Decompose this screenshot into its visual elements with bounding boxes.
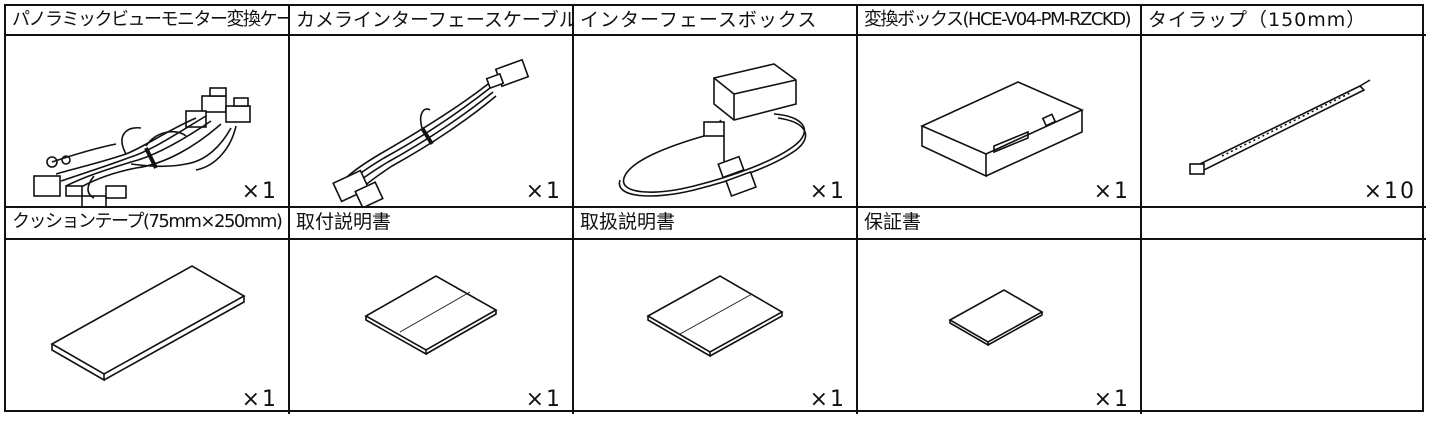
item-cell: ×1 <box>858 240 1142 414</box>
item-quantity: ×1 <box>525 179 562 204</box>
item-name: 保証書 <box>858 208 1142 240</box>
item-cell: ×1 <box>290 240 574 414</box>
warranty-card-icon <box>948 289 1044 347</box>
item-name: 変換ボックス(HCE-V04-PM-RZCKD) <box>858 6 1142 36</box>
cushion-tape-icon <box>50 265 246 382</box>
item-quantity: ×1 <box>525 387 562 412</box>
converter-box-icon <box>920 81 1084 178</box>
item-cell: ×1 <box>290 36 574 208</box>
parts-list-sheet: パノラミックビューモニター変換ケーブル カメラインターフェースケーブル インター… <box>4 4 1426 414</box>
item-name: インターフェースボックス <box>574 6 858 36</box>
item-name <box>1142 208 1426 240</box>
cable-tie-icon <box>1189 79 1371 175</box>
manual-icon <box>364 275 498 356</box>
harness-icon <box>33 87 251 206</box>
item-quantity: ×10 <box>1363 179 1416 204</box>
item-quantity: ×1 <box>241 387 278 412</box>
item-quantity: ×1 <box>241 179 278 204</box>
empty-cell <box>1142 240 1426 414</box>
item-cell: ×1 <box>574 36 858 208</box>
item-cell: ×10 <box>1142 36 1426 208</box>
cable-icon <box>332 58 530 206</box>
manual-icon <box>646 275 784 358</box>
item-quantity: ×1 <box>809 387 846 412</box>
item-quantity: ×1 <box>1093 387 1130 412</box>
item-name: パノラミックビューモニター変換ケーブル <box>6 6 290 36</box>
item-name: 取扱説明書 <box>574 208 858 240</box>
item-cell: ×1 <box>574 240 858 414</box>
item-name: タイラップ（150mm） <box>1142 6 1426 36</box>
item-name: カメラインターフェースケーブル <box>290 6 574 36</box>
item-name: 取付説明書 <box>290 208 574 240</box>
parts-table: パノラミックビューモニター変換ケーブル カメラインターフェースケーブル インター… <box>4 4 1426 414</box>
item-cell: ×1 <box>858 36 1142 208</box>
interface-box-icon <box>618 63 807 197</box>
item-cell: ×1 <box>6 240 290 414</box>
item-quantity: ×1 <box>1093 179 1130 204</box>
item-name: クッションテープ(75mm×250mm) <box>6 208 290 240</box>
item-quantity: ×1 <box>809 179 846 204</box>
item-cell: ×1 <box>6 36 290 208</box>
